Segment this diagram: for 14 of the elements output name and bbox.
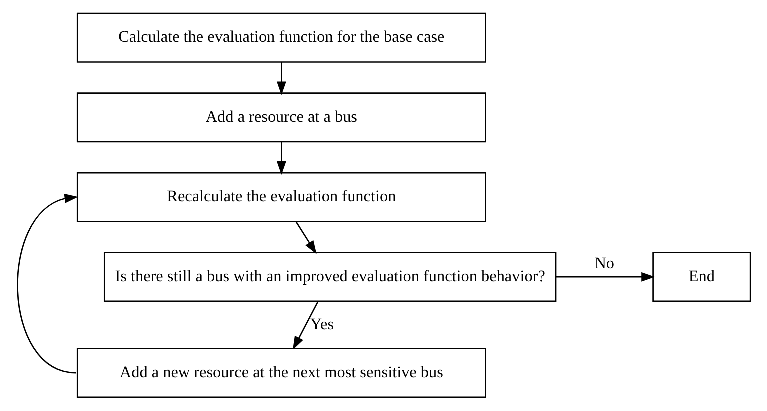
node-box: Add a new resource at the next most sensitive bus	[76, 348, 486, 398]
node-box: Calculate the evaluation function for the base case	[76, 12, 486, 63]
node-box: Recalculate the evaluation function	[76, 172, 486, 222]
edge-label: Yes	[310, 315, 334, 334]
arrow	[295, 222, 316, 254]
arrow	[292, 301, 318, 350]
node-box: End	[652, 252, 751, 302]
arrow	[276, 62, 286, 96]
arrow	[16, 194, 78, 374]
edge-label: No	[594, 254, 614, 272]
node-box: Add a resource at a bus	[76, 92, 486, 143]
arrow	[276, 142, 286, 175]
arrow	[556, 272, 655, 282]
node-box: Is there still a bus with an improved evaluation function behavior?	[103, 252, 556, 302]
